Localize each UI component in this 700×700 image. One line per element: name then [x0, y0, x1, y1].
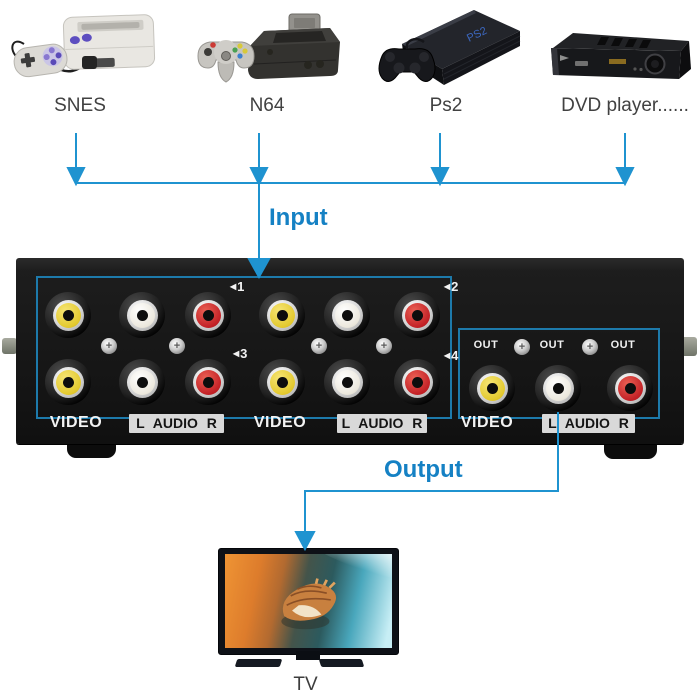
screw-icon: +	[101, 338, 117, 354]
tv-screen-shell	[281, 578, 337, 630]
box-foot	[604, 443, 657, 459]
out-caption-audio-left: OUT	[539, 339, 565, 351]
input-marker-1: ◀1	[230, 279, 245, 294]
rca-jack-in3-audio-left	[119, 359, 165, 405]
screw-icon: +	[169, 338, 185, 354]
tv-image	[218, 548, 399, 655]
input-section-outline	[36, 276, 452, 419]
rca-jack-in1-audio-right	[185, 292, 231, 338]
ps2-console-image: PS2	[378, 10, 521, 85]
tv-stand-foot	[234, 659, 283, 667]
rca-jack-in4-video	[259, 359, 305, 405]
arrowhead-dvd	[615, 167, 635, 187]
rca-jack-out-audio-right	[607, 365, 653, 411]
label-dvd-player: DVD player......	[561, 95, 689, 116]
rca-jack-in3-video	[45, 359, 91, 405]
video-caption-2: VIDEO	[253, 414, 307, 431]
screw-icon: +	[514, 339, 530, 355]
screw-icon: +	[582, 339, 598, 355]
snes-console-image	[11, 14, 156, 78]
rca-jack-in3-audio-right	[185, 359, 231, 405]
screw-icon: +	[311, 338, 327, 354]
tv-stand-foot	[318, 659, 365, 667]
audio-caption-2: L AUDIO R	[337, 414, 427, 433]
arrowhead-ps2	[430, 167, 450, 187]
box-right-mount-tab	[681, 337, 697, 356]
video-caption-3: VIDEO	[460, 414, 514, 431]
arrowhead-output	[294, 531, 316, 552]
arrowhead-n64	[249, 167, 269, 187]
out-caption-audio-right: OUT	[610, 339, 636, 351]
rca-jack-in4-audio-right	[394, 359, 440, 405]
audio-caption-1: L AUDIO R	[129, 414, 224, 433]
rca-jack-out-audio-left	[535, 365, 581, 411]
rca-jack-in4-audio-left	[324, 359, 370, 405]
label-snes: SNES	[54, 95, 106, 116]
out-caption-video: OUT	[473, 339, 499, 351]
dvd-player-image	[551, 33, 691, 79]
video-caption-1: VIDEO	[49, 414, 103, 431]
tv-stand-neck	[296, 651, 320, 660]
rca-jack-in2-video	[259, 292, 305, 338]
label-ps2: Ps2	[429, 95, 463, 116]
input-marker-2: ◀2	[444, 279, 459, 294]
output-flow-label: Output	[384, 456, 463, 483]
box-left-mount-tab	[2, 338, 17, 354]
screw-icon: +	[376, 338, 392, 354]
n64-console-image	[197, 13, 340, 83]
rca-jack-in1-video	[45, 292, 91, 338]
input-flow-label: Input	[269, 204, 328, 231]
audio-caption-3: L AUDIO R	[542, 414, 635, 433]
av-switch-box: ◀1 ◀2 ◀3 ◀4 OUT OUT OUT + + + +	[16, 258, 684, 444]
label-tv: TV	[293, 674, 318, 695]
rca-jack-in2-audio-right	[394, 292, 440, 338]
box-foot	[67, 443, 116, 458]
rca-jack-in1-audio-left	[119, 292, 165, 338]
arrowhead-snes	[66, 167, 86, 187]
input-marker-4: ◀4	[444, 348, 459, 363]
input-marker-3: ◀3	[233, 346, 248, 361]
rca-jack-in2-audio-left	[324, 292, 370, 338]
rca-jack-out-video	[469, 365, 515, 411]
label-n64: N64	[249, 95, 285, 116]
tv-screen	[225, 554, 392, 648]
